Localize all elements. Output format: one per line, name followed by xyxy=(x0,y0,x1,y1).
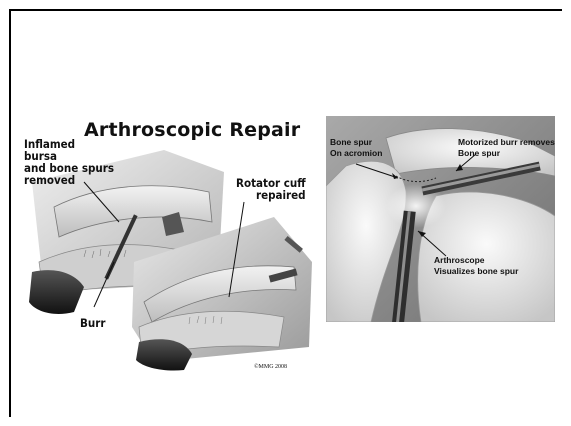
shoulder-anatomy-drawing xyxy=(14,112,314,374)
label-cuff-line2: repaired xyxy=(256,189,306,201)
label-spur-line1: Bone spur xyxy=(330,138,372,147)
label-motor-line1: Motorized burr removes xyxy=(458,138,555,147)
label-burr: Burr xyxy=(80,317,105,329)
label-scope-line1: Arthroscope xyxy=(434,256,485,265)
label-motor-line2: Bone spur xyxy=(458,149,500,158)
arthroscope-photo: Bone spur On acromion Motorized burr rem… xyxy=(326,116,555,322)
arthroscopic-repair-illustration: Arthroscopic Repair Inflamed bursa and b… xyxy=(14,112,314,374)
label-scope-line2: Visualizes bone spur xyxy=(434,267,518,276)
illustration-title: Arthroscopic Repair xyxy=(84,121,300,141)
copyright-notice: ©MMG 2008 xyxy=(254,364,287,370)
label-spur-line2: On acromion xyxy=(330,149,382,158)
label-bursa-line4: removed xyxy=(24,174,75,186)
